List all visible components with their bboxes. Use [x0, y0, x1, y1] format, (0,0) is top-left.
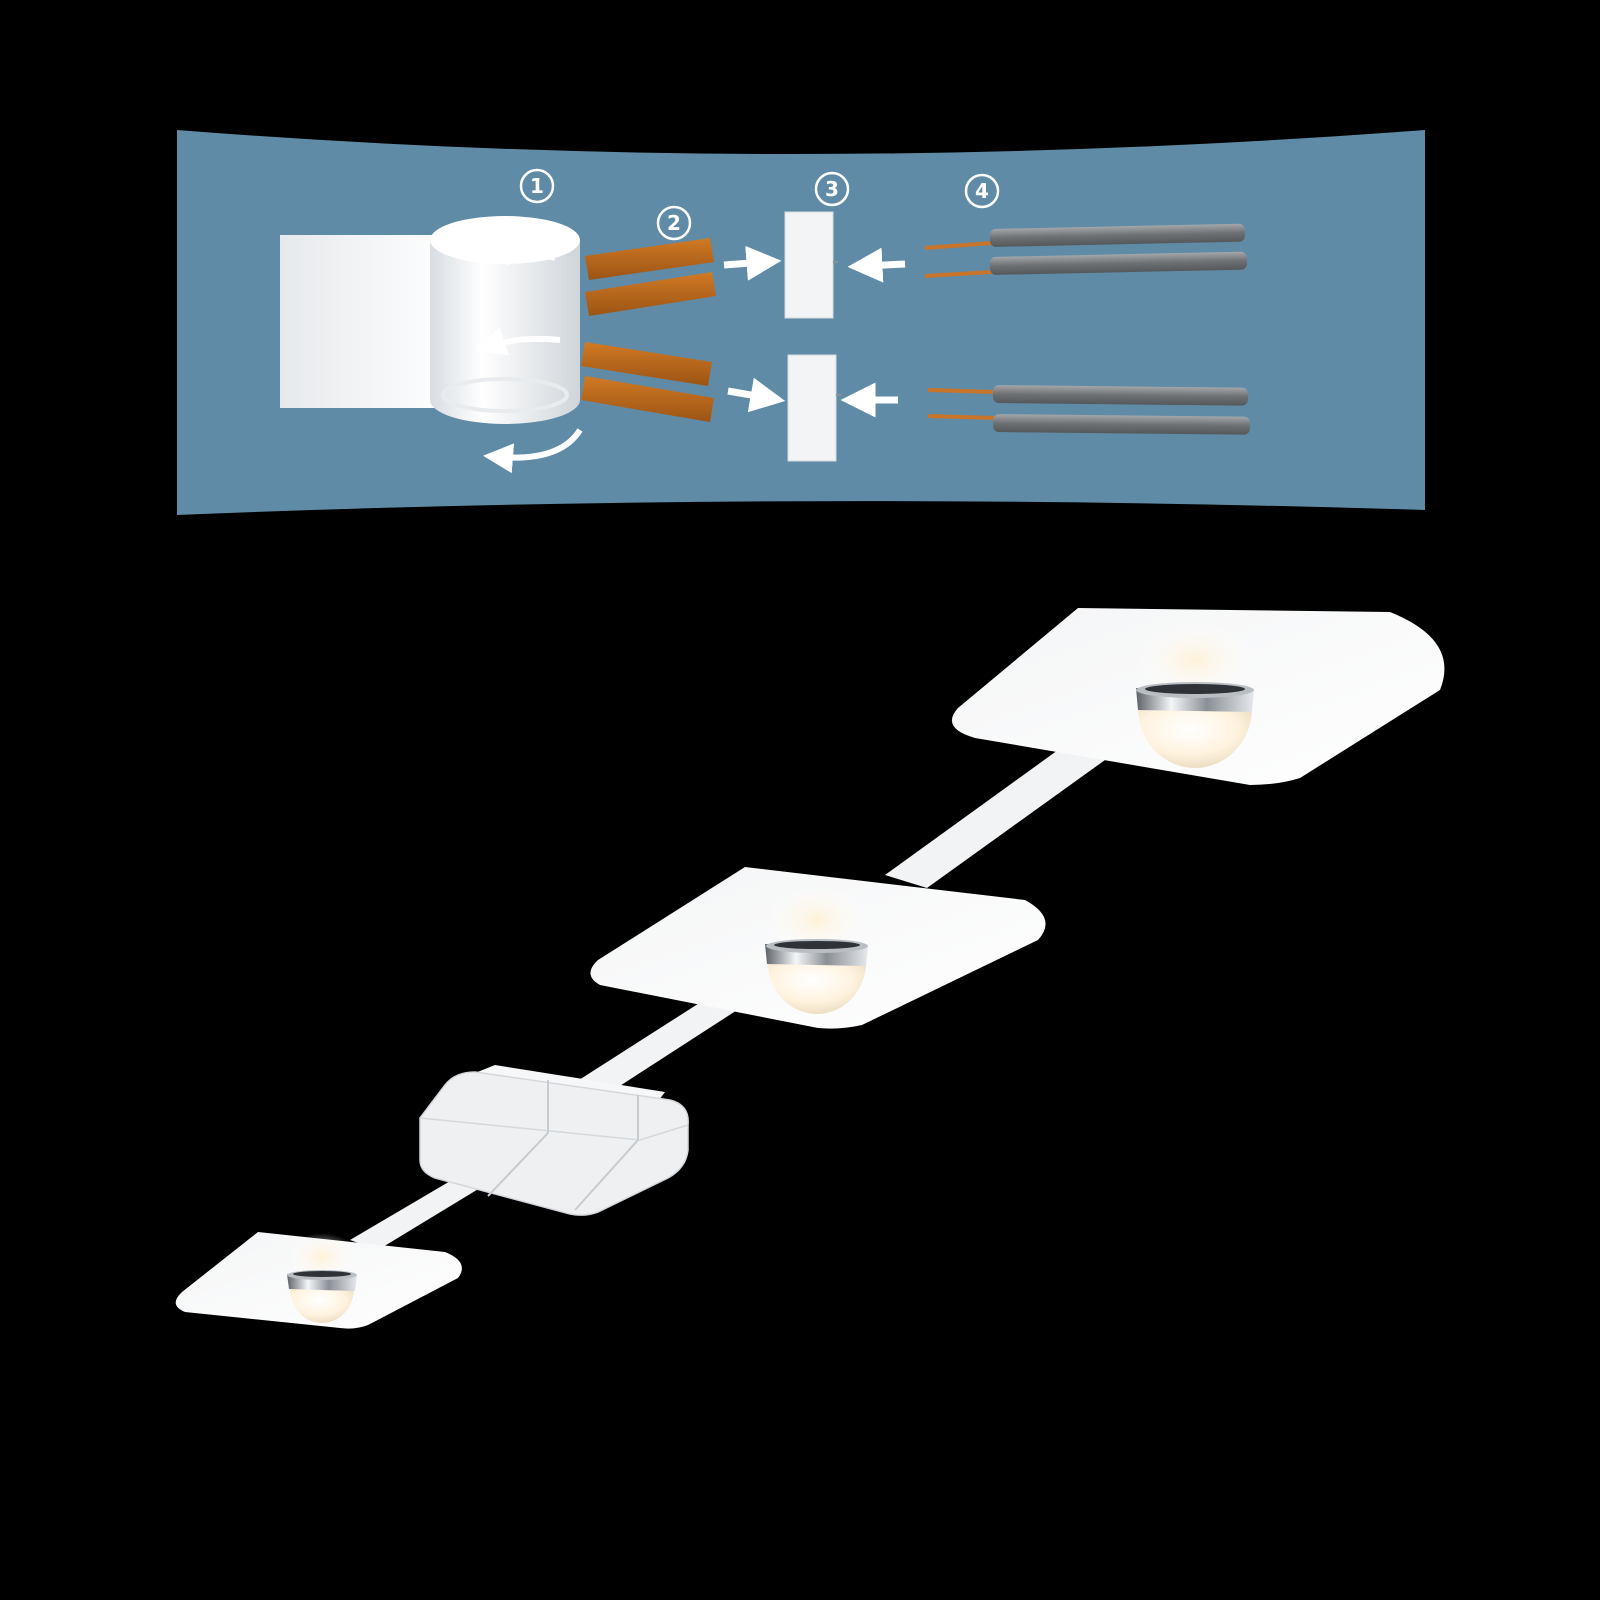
lighting-assembly	[175, 608, 1445, 1329]
panel-light-large	[951, 608, 1445, 785]
step-2-label: 2	[667, 211, 681, 235]
step-1-marker: 1	[519, 168, 555, 204]
step-3-marker: 3	[814, 171, 850, 207]
connecting-strip	[350, 750, 1105, 1250]
junction-box	[419, 1065, 689, 1216]
cable-icon	[924, 223, 1251, 435]
instruction-banner: 1 2 3 4	[177, 130, 1425, 515]
connector-block-icon	[784, 211, 841, 462]
tape-roll-icon	[280, 216, 583, 474]
step-4-label: 4	[975, 179, 989, 203]
copper-strip-icon	[581, 238, 716, 422]
panel-light-medium	[590, 867, 1046, 1029]
arrow-icon	[723, 245, 906, 418]
step-2-marker: 2	[656, 205, 692, 241]
step-4-marker: 4	[964, 173, 1000, 209]
step-1-label: 1	[530, 174, 544, 198]
step-3-label: 3	[825, 177, 839, 201]
panel-light-small	[175, 1232, 462, 1329]
